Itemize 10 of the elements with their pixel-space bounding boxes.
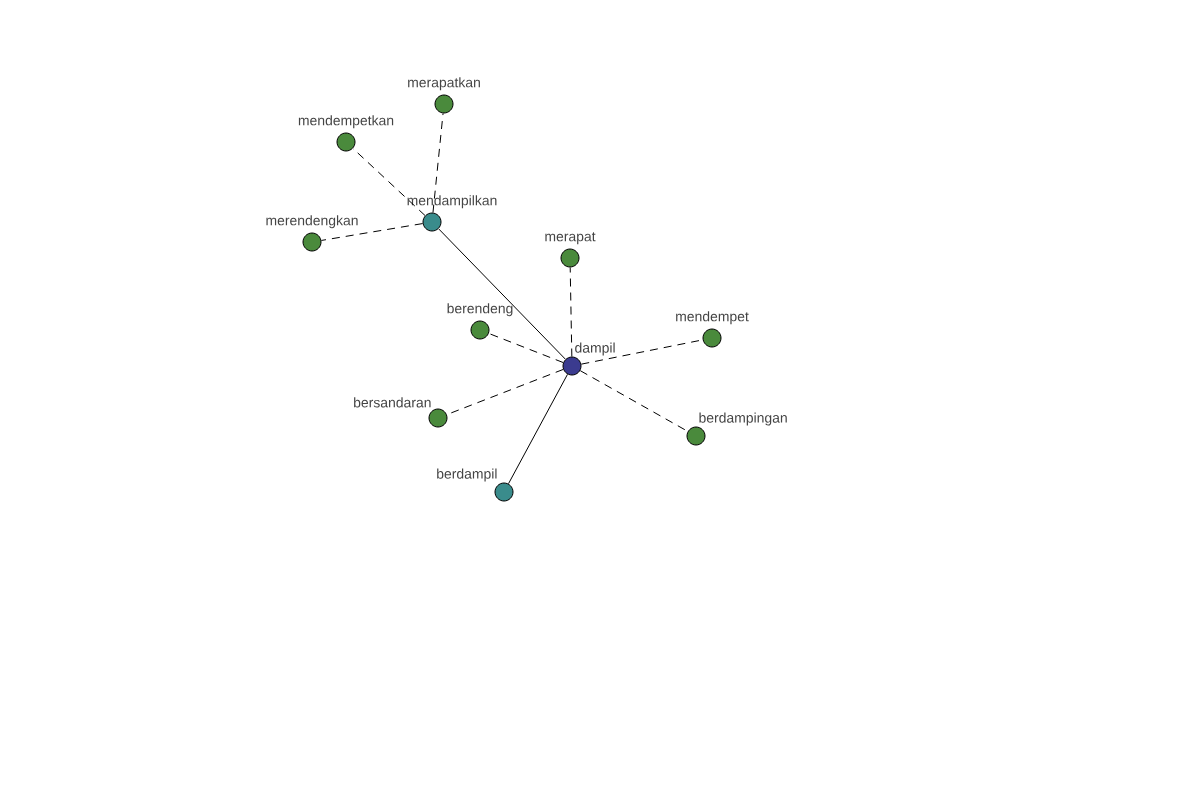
- edge-line: [580, 339, 704, 365]
- edge-line: [438, 228, 566, 360]
- edge-line: [579, 370, 689, 432]
- edge-line: [432, 112, 444, 214]
- edge-line: [508, 373, 568, 485]
- edge-line: [320, 223, 424, 241]
- edge-line: [446, 368, 564, 416]
- edge-line: [569, 267, 573, 357]
- edge-line: [352, 148, 426, 217]
- edge-line: [488, 332, 564, 364]
